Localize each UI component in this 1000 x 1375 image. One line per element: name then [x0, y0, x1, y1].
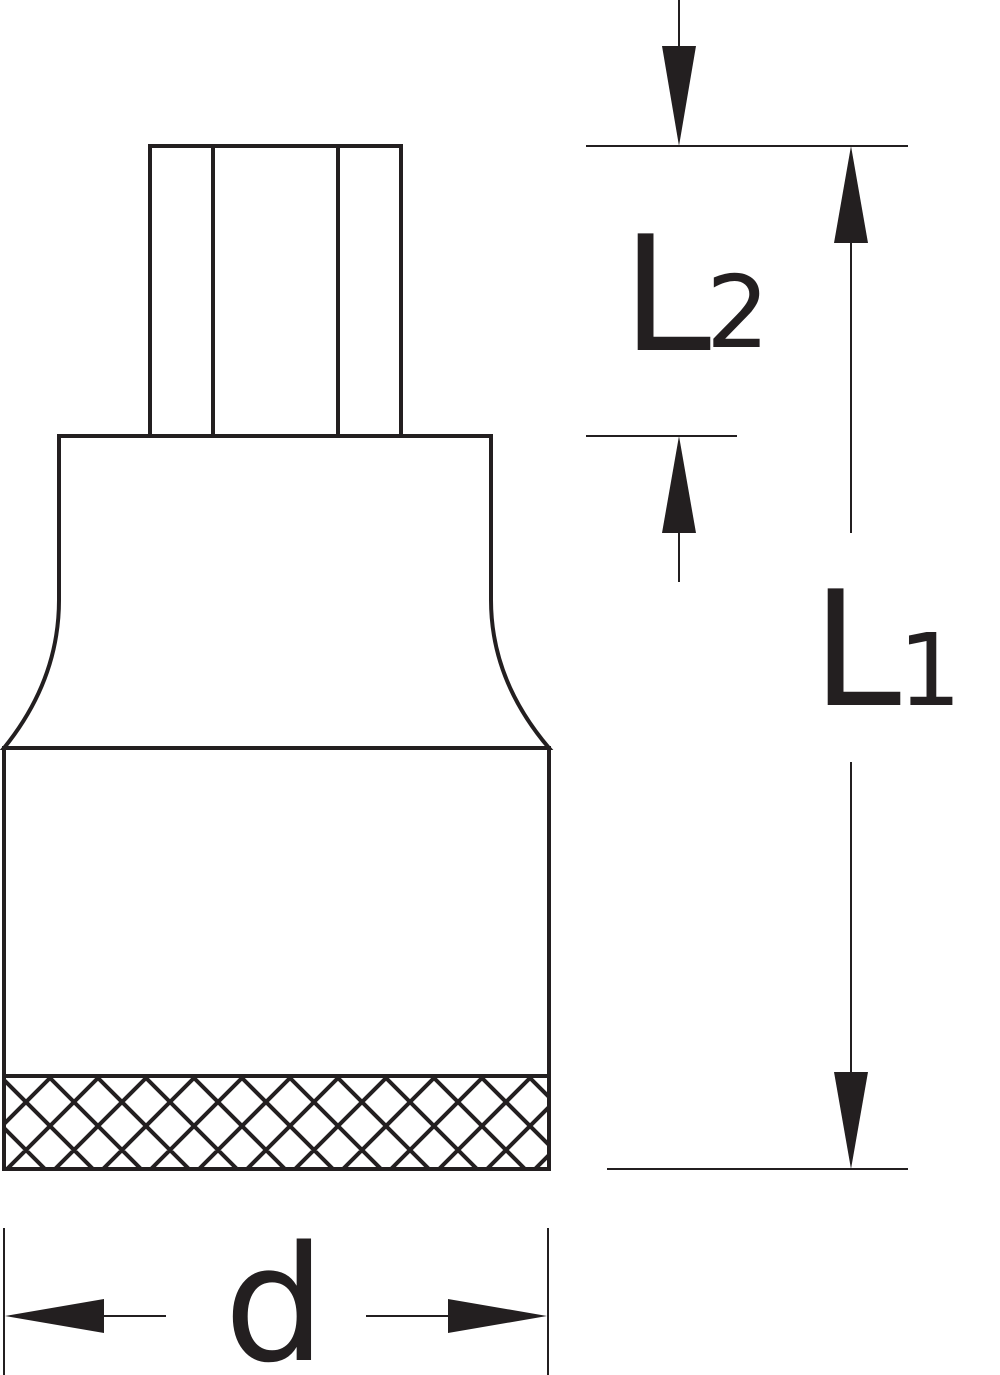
l1-label-subscript: 1: [898, 612, 962, 729]
l1-top-arrowhead: [834, 146, 868, 243]
socket-body: [2, 746, 551, 1078]
d-left-arrowhead: [5, 1299, 104, 1333]
socket-neck: [0, 434, 554, 750]
l1-label-letter: L: [812, 556, 901, 743]
l2-label-subscript: 2: [706, 254, 770, 371]
d-right-arrowhead: [448, 1299, 547, 1333]
l2-bottom-arrowhead: [662, 436, 696, 533]
l2-label: L 2: [622, 201, 770, 388]
d-label: d: [224, 1211, 326, 1375]
l1-label: L 1: [812, 556, 962, 743]
l2-top-arrowhead: [662, 46, 696, 146]
l1-bottom-arrowhead: [834, 1072, 868, 1169]
l2-label-letter: L: [622, 201, 711, 388]
hex-bit-tip: [148, 144, 403, 438]
knurl-pattern: [4, 1077, 549, 1169]
